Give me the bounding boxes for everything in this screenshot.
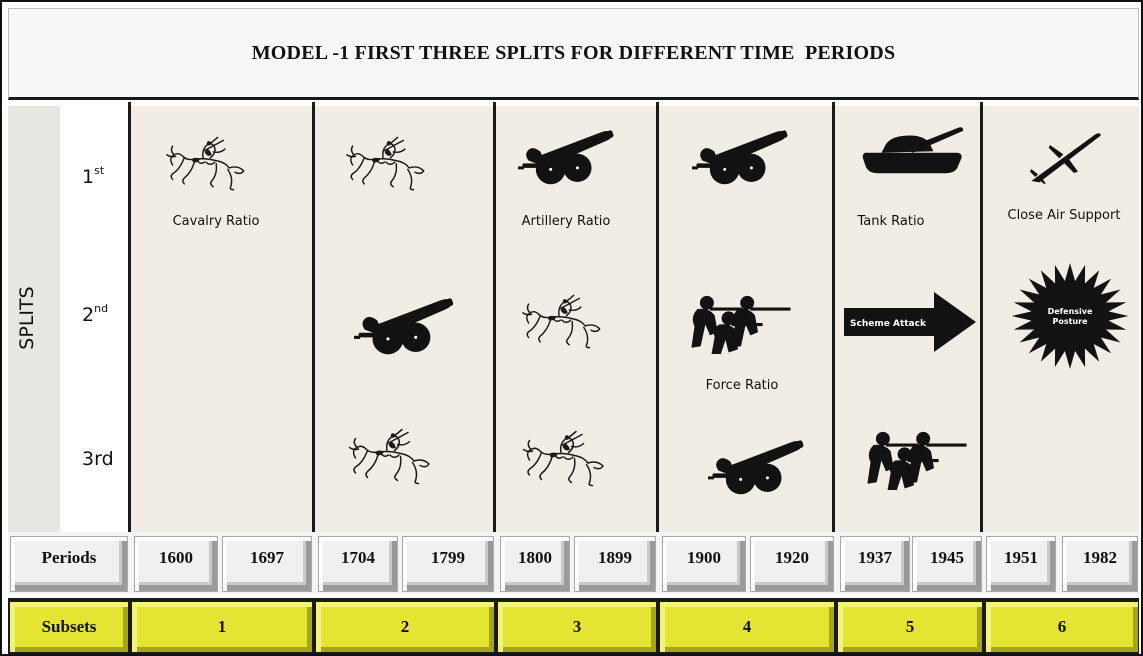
column-divider [980,102,983,534]
period-end-key: 1899 [574,536,656,592]
period-start-key: 1600 [134,536,218,592]
subset-key: 6 [986,602,1138,652]
subset-key: 1 [132,602,312,652]
cavalry-ratio-label: Cavalry Ratio [173,214,260,229]
subsets-row: Subsets 1 2 3 4 5 6 [8,598,1139,654]
fighter-jet-icon [1026,124,1106,190]
soldiers-icon [686,292,796,354]
subset-key: 3 [498,602,656,652]
cannon-icon [692,126,796,186]
scheme-attack-text: Scheme Attack [850,319,927,329]
posture-text: Posture [1052,317,1088,326]
subset-key: 4 [660,602,834,652]
close-air-support-label: Close Air Support [1008,208,1121,223]
title-bar: MODEL -1 FIRST THREE SPLITS FOR DIFFEREN… [8,8,1139,100]
period-start-key: 1951 [986,536,1056,592]
column-divider [312,102,315,534]
defensive-text: Defensive [1048,307,1093,316]
period-start-key: 1800 [500,536,570,592]
periods-row: Periods 1600 1697 1704 1799 1800 1899 19… [8,532,1139,594]
tank-ratio-label: Tank Ratio [857,214,924,229]
horse-rider-icon [342,136,430,194]
column-divider [832,102,835,534]
column-divider [128,102,131,534]
column-divider [493,102,496,534]
cannon-icon [354,294,462,356]
period-start-key: 1704 [318,536,398,592]
periods-header-key: Periods [10,536,128,592]
soldiers-icon [862,428,972,490]
cannon-icon [708,436,812,496]
force-ratio-label: Force Ratio [706,378,779,393]
period-start-key: 1937 [840,536,910,592]
horse-rider-icon [162,136,250,194]
cannon-icon [518,126,622,186]
diagram-title: MODEL -1 FIRST THREE SPLITS FOR DIFFEREN… [252,42,896,65]
horse-rider-icon [518,294,606,352]
split-label-1st: 1st [82,166,104,188]
column-divider [656,102,659,534]
subsets-header-key: Subsets [10,602,128,652]
split-label-3rd: 3rd [82,448,114,470]
tank-icon [858,120,968,184]
subset-key: 5 [838,602,982,652]
horse-rider-icon [518,430,610,490]
splits-axis-label: SPLITS [16,286,38,349]
horse-rider-icon [344,428,436,488]
period-end-key: 1945 [912,536,982,592]
period-end-key: 1982 [1062,536,1138,592]
period-end-key: 1920 [750,536,834,592]
split-label-2nd: 2nd [82,304,108,326]
artillery-ratio-label: Artillery Ratio [522,214,611,229]
subset-key: 2 [316,602,494,652]
burst-icon: Defensive Posture [1000,260,1140,372]
attack-arrow-icon: Scheme Attack [842,290,978,354]
period-end-key: 1697 [222,536,312,592]
period-start-key: 1900 [662,536,746,592]
period-end-key: 1799 [402,536,494,592]
